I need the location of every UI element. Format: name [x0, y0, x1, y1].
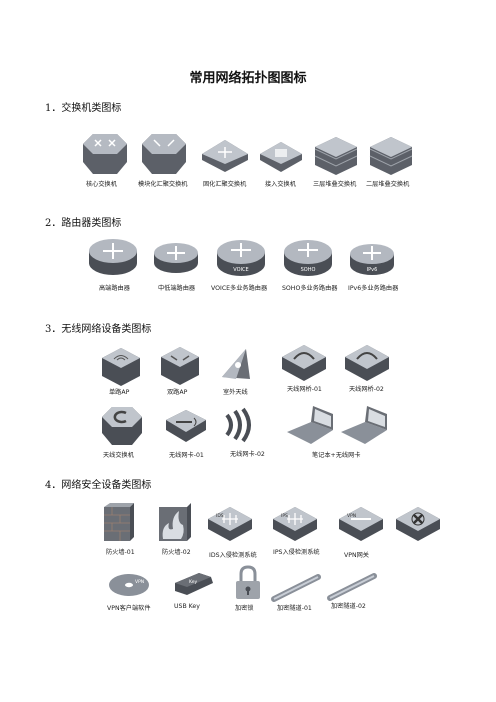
- label-laptop-wireless: 笔记本+无线网卡: [312, 452, 361, 459]
- label-voice-router: VOICE多业务路由器: [211, 285, 268, 292]
- section-heading-security: 4．网络安全设备类图标: [45, 480, 152, 491]
- label-encryption-tunnel-02: 加密隧道-02: [331, 603, 366, 610]
- label-l2-stack-switch: 二层堆叠交换机: [366, 181, 410, 188]
- label-usb-key: USB Key: [174, 603, 200, 610]
- wireless-nic-02-icon: [221, 405, 265, 443]
- soho-router-icon: SOHO: [283, 238, 333, 278]
- core-switch-icon: [81, 132, 129, 176]
- page-title: 常用网络拓扑图图标: [189, 71, 307, 86]
- wireless-bridge-01-icon: [280, 343, 328, 383]
- outdoor-antenna-icon: [216, 345, 254, 383]
- wireless-switch-icon: [100, 405, 144, 447]
- label-padlock: 加密锁: [235, 605, 254, 612]
- svg-text:Key: Key: [189, 579, 197, 585]
- label-fixed-switch: 固化汇聚交换机: [203, 181, 247, 188]
- label-single-ap: 单路AP: [109, 389, 130, 396]
- firewall-02-icon: [157, 503, 191, 543]
- label-firewall-02: 防火墙-02: [162, 549, 191, 556]
- label-high-end-router: 高端路由器: [99, 285, 130, 292]
- mid-low-router-icon: [153, 241, 199, 275]
- vpn-client-cd-icon: VPN: [107, 569, 151, 601]
- label-vpn-gateway: VPN网关: [344, 552, 369, 559]
- section-heading-routers: 2．路由器类图标: [45, 218, 122, 229]
- label-encryption-tunnel-01: 加密隧道-01: [277, 605, 312, 612]
- svg-text:IDS: IDS: [216, 513, 224, 519]
- label-modular-switch: 模块化汇聚交换机: [138, 181, 188, 188]
- padlock-icon: [233, 565, 263, 601]
- voice-router-icon: VOICE: [216, 238, 266, 278]
- label-wireless-nic-01: 无线网卡-01: [169, 452, 204, 459]
- usb-key-icon: Key: [171, 569, 215, 597]
- svg-text:IPS: IPS: [281, 513, 288, 519]
- fixed-switch-icon: [200, 138, 250, 174]
- label-access-switch: 接入交换机: [265, 181, 296, 188]
- label-vpn-client: VPN客户端软件: [107, 605, 151, 612]
- single-ap-icon: [100, 347, 142, 387]
- svg-text:IPv6: IPv6: [367, 267, 378, 273]
- section-heading-wireless: 3．无线网络设备类图标: [45, 324, 152, 335]
- l3-stack-switch-icon: [313, 135, 359, 175]
- ids-icon: IDS: [206, 505, 254, 543]
- section-heading-switches: 1．交换机类图标: [45, 103, 122, 114]
- label-ids: IDS入侵检测系统: [209, 552, 257, 559]
- label-core-switch: 核心交换机: [86, 181, 117, 188]
- label-wireless-switch: 天线交换机: [103, 452, 134, 459]
- wireless-bridge-02-icon: [343, 343, 391, 383]
- ipv6-router-icon: IPv6: [349, 241, 395, 277]
- ips-icon: IPS: [271, 505, 319, 543]
- label-l3-stack-switch: 三层堆叠交换机: [313, 181, 357, 188]
- label-dual-ap: 双路AP: [167, 389, 188, 396]
- label-ipv6-router: IPv6多业务路由器: [348, 285, 399, 292]
- svg-text:VOICE: VOICE: [233, 267, 248, 273]
- wireless-nic-01-icon: [164, 408, 208, 444]
- vpn-gateway-2-icon: [394, 505, 442, 543]
- svg-text:SOHO: SOHO: [301, 267, 316, 273]
- l2-stack-switch-icon: [368, 135, 414, 175]
- svg-text:VPN: VPN: [135, 579, 144, 585]
- label-wireless-nic-02: 无线网卡-02: [230, 451, 265, 458]
- label-mid-low-router: 中低端路由器: [158, 285, 196, 292]
- label-outdoor-antenna: 室外天线: [223, 389, 248, 396]
- dual-ap-icon: [159, 346, 201, 386]
- laptop-wireless-icon: [281, 404, 393, 446]
- firewall-01-icon: [102, 503, 134, 543]
- encryption-tunnel-01-icon: [271, 573, 322, 602]
- encryption-tunnel-02-icon: [327, 572, 378, 601]
- modular-switch-icon: [140, 132, 188, 176]
- label-firewall-01: 防火墙-01: [106, 549, 135, 556]
- vpn-gateway-icon: VPN: [337, 505, 385, 543]
- label-wireless-bridge-01: 天线网桥-01: [287, 386, 322, 393]
- access-switch-icon: [258, 140, 304, 174]
- label-soho-router: SOHO多业务路由器: [282, 285, 338, 292]
- label-ips: IPS入侵检测系统: [273, 549, 320, 556]
- svg-text:VPN: VPN: [347, 513, 356, 519]
- high-end-router-icon: [88, 237, 138, 277]
- label-wireless-bridge-02: 天线网桥-02: [349, 386, 384, 393]
